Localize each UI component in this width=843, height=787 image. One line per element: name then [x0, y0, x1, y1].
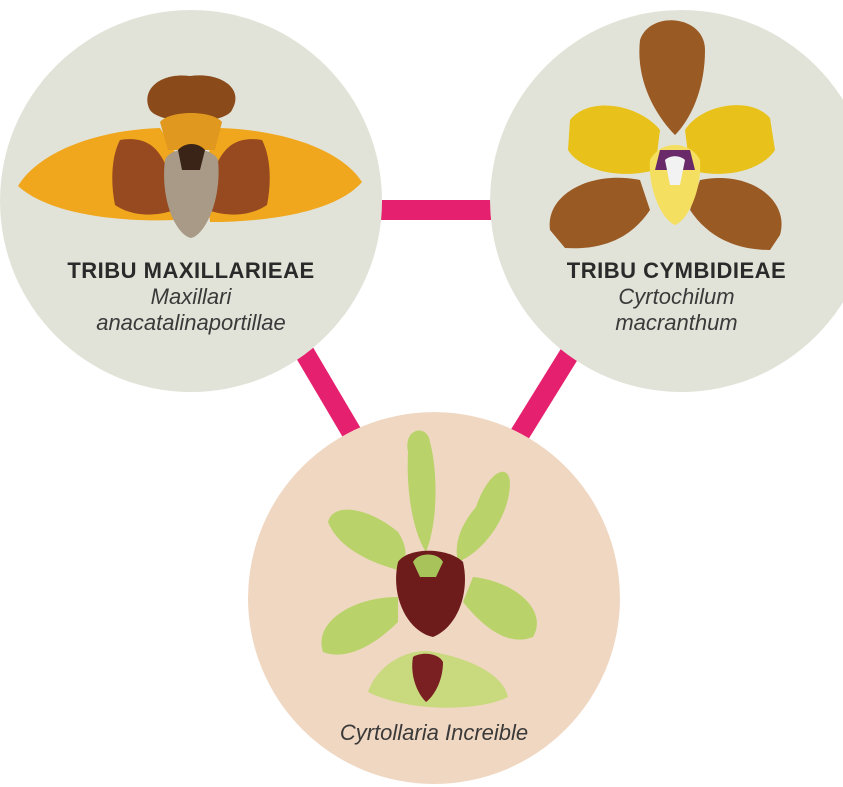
species-name-line2: anacatalinaportillae	[0, 310, 382, 336]
label-hybrid: Cyrtollaria Increible	[248, 720, 620, 746]
tribe-name: TRIBU MAXILLARIEAE	[0, 258, 382, 284]
species-name-line2: macranthum	[510, 310, 843, 336]
species-name: Cyrtollaria Increible	[248, 720, 620, 746]
label-maxillarieae: TRIBU MAXILLARIEAE Maxillari anacatalina…	[0, 258, 382, 336]
species-name-line1: Maxillari	[0, 284, 382, 310]
tribe-name: TRIBU CYMBIDIEAE	[510, 258, 843, 284]
species-name-line1: Cyrtochilum	[510, 284, 843, 310]
label-cymbidieae: TRIBU CYMBIDIEAE Cyrtochilum macranthum	[510, 258, 843, 336]
